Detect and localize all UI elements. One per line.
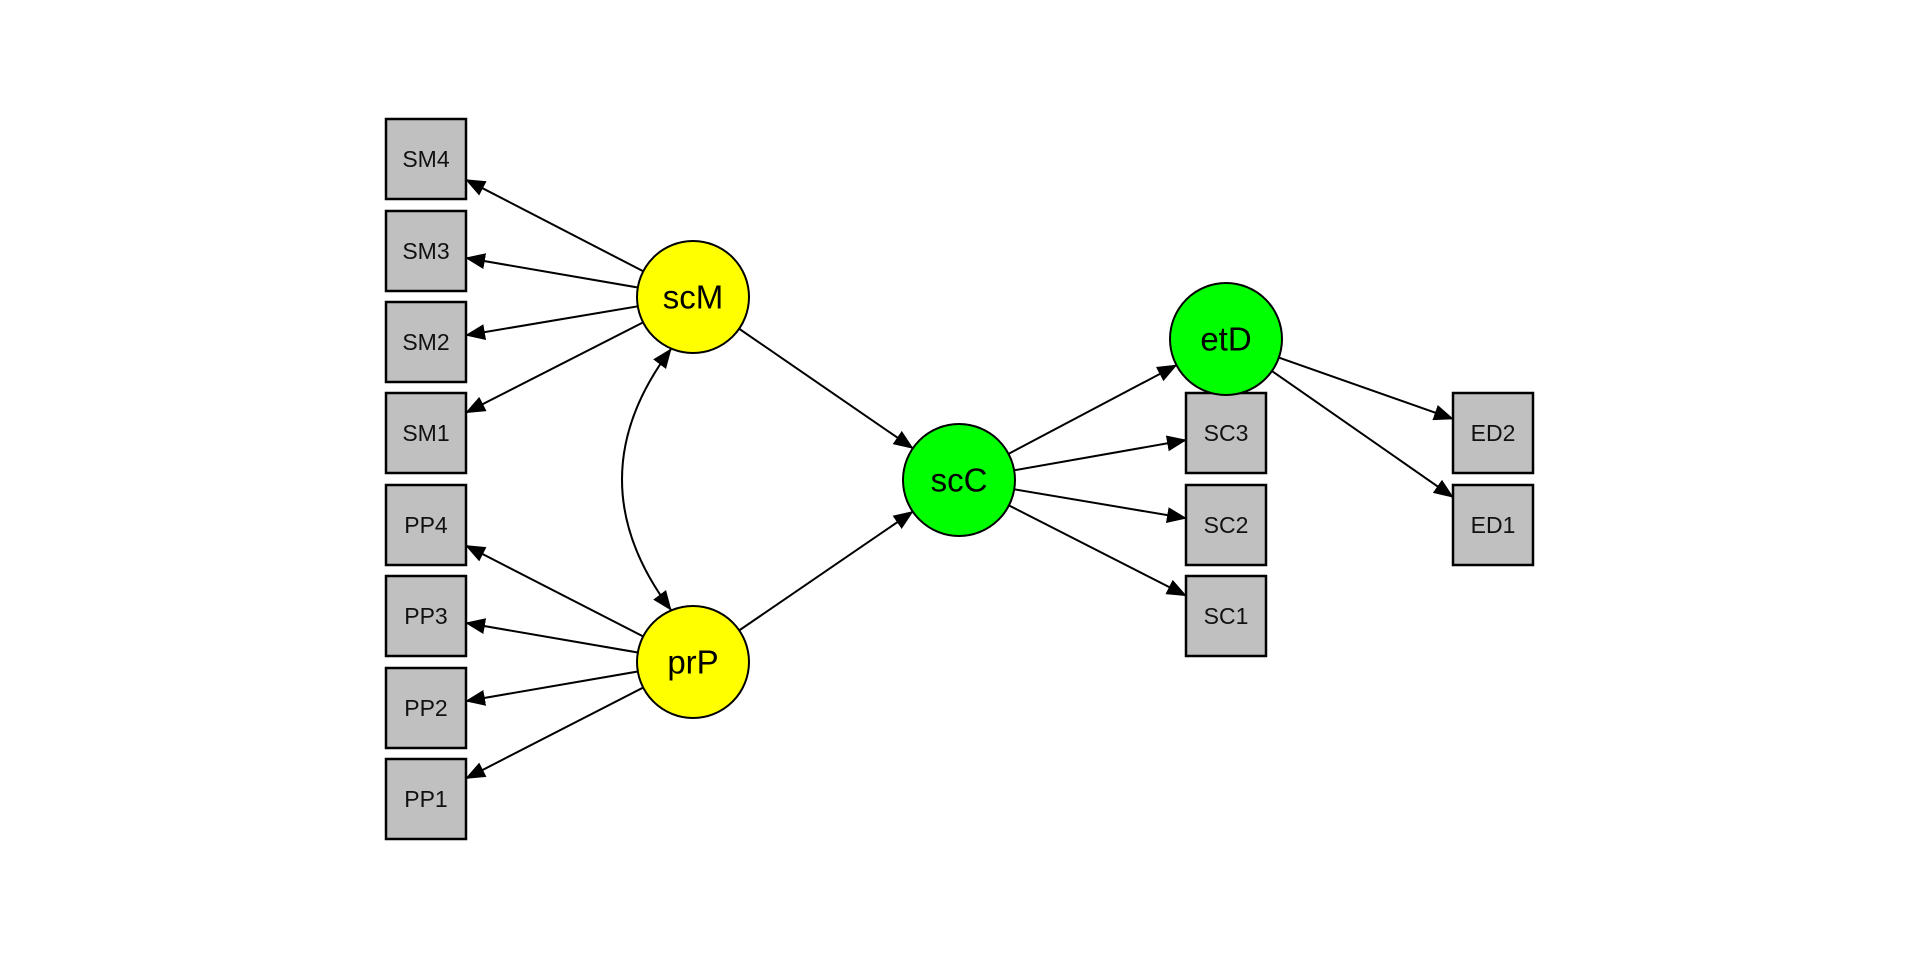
edges-layer bbox=[465, 178, 1454, 780]
regression-arrow-scM-scC bbox=[738, 327, 914, 450]
manifest-node-pp1: PP1 bbox=[384, 757, 468, 841]
manifest-label: PP3 bbox=[404, 603, 447, 629]
manifest-box bbox=[384, 757, 468, 841]
manifest-label: PP2 bbox=[404, 695, 447, 721]
manifest-node-sm4: SM4 bbox=[384, 117, 468, 201]
manifest-box bbox=[384, 574, 468, 658]
manifest-box bbox=[1184, 483, 1268, 567]
latent-label: scM bbox=[663, 279, 724, 316]
manifest-label: SM4 bbox=[402, 146, 450, 172]
loading-arrow-prP-PP2 bbox=[465, 670, 638, 706]
manifest-node-sm2: SM2 bbox=[384, 300, 468, 384]
manifest-label: SC2 bbox=[1204, 512, 1249, 538]
manifest-label: ED2 bbox=[1471, 420, 1516, 446]
loading-arrow-scC-SC3 bbox=[1013, 435, 1187, 472]
loading-arrow-prP-PP4 bbox=[465, 544, 644, 638]
latent-label: etD bbox=[1200, 321, 1251, 358]
latent-node-prp: prP bbox=[636, 605, 750, 719]
loading-arrow-scC-SC1 bbox=[1008, 504, 1187, 597]
manifest-box bbox=[1451, 483, 1535, 567]
manifest-box bbox=[384, 483, 468, 567]
manifest-label: SM1 bbox=[402, 420, 449, 446]
manifest-box bbox=[384, 300, 468, 384]
loading-arrow-scM-SM2 bbox=[465, 305, 638, 340]
manifest-node-sc3: SC3 bbox=[1184, 391, 1268, 475]
latent-circle bbox=[902, 423, 1016, 537]
manifest-label: PP1 bbox=[404, 786, 447, 812]
loading-arrow-scC-SC2 bbox=[1014, 488, 1187, 523]
manifest-node-pp2: PP2 bbox=[384, 666, 468, 750]
manifest-box bbox=[384, 666, 468, 750]
manifest-box bbox=[1184, 574, 1268, 658]
manifest-label: SM2 bbox=[402, 329, 449, 355]
manifest-node-sm1: SM1 bbox=[384, 391, 468, 475]
covariance-scM-prP bbox=[621, 348, 672, 611]
manifest-box bbox=[1184, 391, 1268, 475]
loading-arrow-etD-ED2 bbox=[1278, 356, 1454, 421]
latent-circle bbox=[1169, 282, 1283, 396]
loading-arrow-scM-SM3 bbox=[465, 253, 638, 289]
loading-arrow-prP-PP1 bbox=[465, 686, 644, 780]
latent-node-scc: scC bbox=[902, 423, 1016, 537]
manifest-label: SC3 bbox=[1204, 420, 1249, 446]
manifest-label: ED1 bbox=[1471, 512, 1516, 538]
latent-node-scm: scM bbox=[636, 240, 750, 354]
regression-arrow-prP-scC bbox=[738, 510, 914, 632]
manifest-node-sc2: SC2 bbox=[1184, 483, 1268, 567]
latent-label: scC bbox=[931, 462, 988, 499]
manifest-node-sc1: SC1 bbox=[1184, 574, 1268, 658]
loading-arrow-scM-SM1 bbox=[465, 321, 644, 414]
latent-node-etd: etD bbox=[1169, 282, 1283, 396]
manifest-box bbox=[384, 117, 468, 201]
manifest-box bbox=[1451, 391, 1535, 475]
manifest-label: PP4 bbox=[404, 512, 448, 538]
latent-label: prP bbox=[667, 644, 718, 681]
manifest-node-ed2: ED2 bbox=[1451, 391, 1535, 475]
loading-arrow-scM-SM4 bbox=[465, 178, 644, 273]
manifest-node-pp4: PP4 bbox=[384, 483, 468, 567]
manifest-node-pp3: PP3 bbox=[384, 574, 468, 658]
latent-circle bbox=[636, 605, 750, 719]
manifest-box bbox=[384, 209, 468, 293]
regression-arrow-scC-etD bbox=[1008, 364, 1178, 455]
manifest-label: SC1 bbox=[1204, 603, 1249, 629]
manifest-label: SM3 bbox=[402, 238, 449, 264]
manifest-node-ed1: ED1 bbox=[1451, 483, 1535, 567]
loading-arrow-prP-PP3 bbox=[465, 618, 638, 654]
latent-circle bbox=[636, 240, 750, 354]
loading-arrow-etD-ED1 bbox=[1271, 370, 1454, 498]
manifest-node-sm3: SM3 bbox=[384, 209, 468, 293]
manifest-box bbox=[384, 391, 468, 475]
